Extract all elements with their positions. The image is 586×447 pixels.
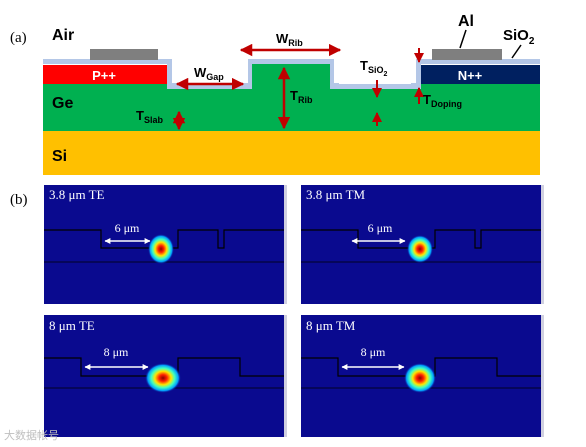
mode-plot-2-field bbox=[407, 235, 433, 263]
mode-plot-1-title: 3.8 μm TE bbox=[49, 187, 105, 202]
mode-plot-4-title: 8 μm TM bbox=[306, 318, 356, 333]
mode-plot-4-colorbar bbox=[541, 315, 544, 437]
ge-slab bbox=[43, 84, 540, 131]
sio2-cladding bbox=[43, 59, 540, 89]
mode-plot-1-colorbar bbox=[284, 185, 287, 304]
sio2-label: SiO2 bbox=[503, 27, 535, 47]
panel-a-label: (a) bbox=[10, 30, 27, 46]
al-contact-left bbox=[90, 49, 158, 60]
mode-plot-3-field bbox=[145, 363, 181, 393]
mode-plot-3-width-label: 8 μm bbox=[104, 345, 129, 359]
p-doped-label: P++ bbox=[92, 68, 116, 83]
si-label: Si bbox=[52, 148, 67, 165]
ge-label: Ge bbox=[52, 95, 73, 112]
p-doped-region bbox=[43, 65, 167, 84]
mode-plot-1-outline bbox=[44, 229, 284, 249]
sio2-pointer bbox=[511, 44, 522, 59]
mode-plot-3: 8 μm 8 μm TE bbox=[44, 315, 287, 437]
mode-plot-1: 6 μm 3.8 μm TE bbox=[44, 185, 287, 304]
t-rib-label: TRib bbox=[290, 88, 313, 105]
mode-plot-4-outline bbox=[301, 357, 541, 377]
panel-b: (b) 6 μm 3.8 μm TE 6 μm 3.8 μm TM bbox=[10, 185, 544, 437]
mode-plot-2-width-label: 6 μm bbox=[368, 221, 393, 235]
al-pointer bbox=[459, 29, 467, 49]
w-rib-label: WRib bbox=[276, 31, 303, 48]
mode-plot-3-outline bbox=[44, 357, 284, 377]
mode-plot-2-title: 3.8 μm TM bbox=[306, 187, 366, 202]
mode-plot-4-width-label: 8 μm bbox=[361, 345, 386, 359]
al-contact-right bbox=[432, 49, 502, 60]
mode-plot-4: 8 μm 8 μm TM bbox=[301, 315, 544, 437]
mode-plot-1-width-label: 6 μm bbox=[115, 221, 140, 235]
panel-a: (a) P++ N++ Air Al SiO2 Ge Si WGap WR bbox=[10, 13, 540, 175]
t-slab-label: TSlab bbox=[136, 108, 163, 125]
t-doping-label: TDoping bbox=[423, 92, 462, 109]
n-doped-region bbox=[421, 65, 540, 84]
mode-plot-2-colorbar bbox=[541, 185, 544, 304]
gap-right bbox=[339, 64, 411, 84]
air-label: Air bbox=[52, 27, 74, 44]
mode-plot-3-title: 8 μm TE bbox=[49, 318, 95, 333]
ge-rib bbox=[248, 64, 334, 84]
mode-plot-4-field bbox=[404, 363, 436, 393]
al-label: Al bbox=[458, 13, 474, 30]
mode-plot-2: 6 μm 3.8 μm TM bbox=[301, 185, 544, 304]
mode-plot-3-colorbar bbox=[284, 315, 287, 437]
mode-plot-1-field bbox=[148, 234, 174, 264]
n-doped-label: N++ bbox=[458, 68, 483, 83]
t-sio2-label: TSiO2 bbox=[360, 58, 387, 78]
panel-b-label: (b) bbox=[10, 192, 28, 208]
si-layer bbox=[43, 131, 540, 175]
w-gap-label: WGap bbox=[194, 65, 224, 82]
watermark: 大数据帐号 bbox=[4, 429, 59, 442]
